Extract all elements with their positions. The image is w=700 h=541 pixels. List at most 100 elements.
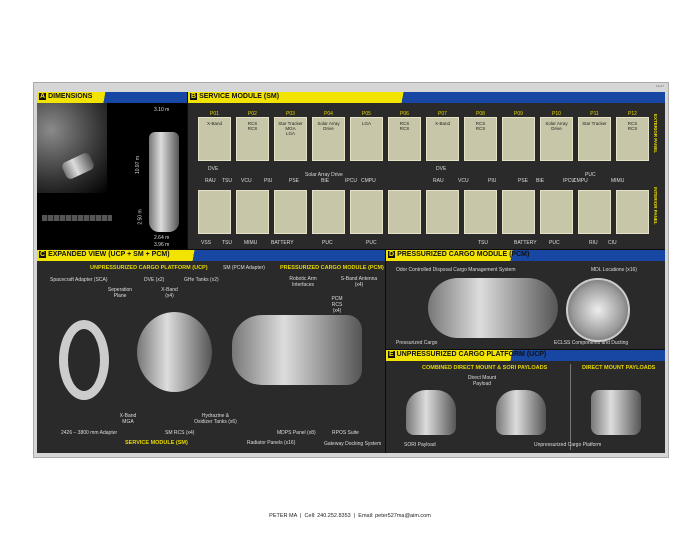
exterior-panel: LGA [350,117,383,161]
exterior-panel-components: Solar Array Drive [317,121,340,131]
interior-top-label: CMPU [361,178,376,184]
spacecraft-side-view [149,132,179,232]
callout: RPOS Suite [332,430,359,436]
interior-top-label: TSU [222,178,232,184]
interior-bottom-label: CIU [608,240,617,246]
below-label: DVE [208,166,219,172]
callout: 2426 – 3800 mm Adapter [61,430,118,436]
interior-top-label: RAU [433,178,444,184]
interior-top-label: IPCU [345,178,357,184]
exterior-panel-components: RCS RCS [399,121,410,131]
exterior-panel-components: LGA [361,121,371,126]
callout: Odor Controlled Disposal Cargo Managemen… [396,267,516,273]
callout: Radiator Panels (x16) [247,440,296,446]
interior-panel [616,190,649,234]
exterior-panel-components: RCS RCS [247,121,258,131]
interior-panel [464,190,497,234]
interior-bottom-label: PUC [366,240,377,246]
footer: PETER MA | Cell: 240.252.8353 | Email: p… [0,513,700,519]
adapter-ring [59,320,109,400]
exterior-panel: RCS RCS [616,117,649,161]
exterior-panel-components: Star Tracker [582,121,607,126]
interior-top-label: PIU [264,178,273,184]
interior-bottom-label: TSU [478,240,488,246]
callout: SORI Payload [404,442,436,448]
corner-text: 11x17 [656,84,664,88]
panel-id: P03 [286,111,295,117]
interior-panel [236,190,269,234]
interior-panel [274,190,307,234]
panel-id: P06 [400,111,409,117]
ucp-image-sori [406,390,456,435]
panel-id: P09 [514,111,523,117]
callout: Hydrazine & Oxidizer Tanks (x6) [194,413,237,425]
pcm-group-label: PRESSURIZED CARGO MODULE (PCM) [280,265,384,271]
separator: | [353,513,356,519]
interior-panel [540,190,573,234]
pcm-image [232,315,362,385]
interior-top-label: BIE [321,178,330,184]
callout: Robotic Arm Interfaces [289,276,317,288]
separator: | [300,513,302,519]
dim-width-max: 3.96 m [154,242,170,248]
interior-bottom-label: PUC [549,240,560,246]
interior-panel [198,190,231,234]
exterior-panel: Solar Array Drive [540,117,573,161]
interior-panel [350,190,383,234]
callout: GHe Tanks (x2) [184,277,219,283]
callout: MDL Locations (x16) [591,267,637,273]
panel-id: P08 [476,111,485,117]
dim-height-lower: 2.50 m [137,209,144,225]
interior-bottom-label: PUC [322,240,333,246]
interior-panel [426,190,459,234]
exterior-panel-components: Star Tracker MGA LGA [278,121,303,136]
exterior-panel-components: X-Band [434,121,450,126]
callout: SM (PCM Adapter) [223,265,265,271]
divider [570,364,571,450]
interior-panel [388,190,421,234]
exterior-panel-label: EXTERIOR PANEL [653,114,658,154]
panel-id: P02 [248,111,257,117]
interior-top-label: PIU [488,178,497,184]
callout: ECLSS Components and Ducting [554,340,629,346]
author-cell: Cell: 240.252.8353 [304,513,351,519]
panel-id: P11 [590,111,599,117]
below-label: DVE [436,166,447,172]
interior-bottom-label: BATTERY [271,240,294,246]
dim-width-base: 2.64 m [154,235,170,241]
exterior-panel: RCS RCS [388,117,421,161]
interior-top-label: MIMU [611,178,625,184]
callout: MDPS Panel (x8) [277,430,316,436]
panel-id: P10 [552,111,561,117]
exterior-panel-components: Solar Array Drive [545,121,568,131]
callout: Gateway Docking System [324,441,382,447]
author-name: PETER MA [269,513,297,519]
interior-top-label: VCU [458,178,469,184]
moon-image [37,103,107,193]
exterior-panel-components [503,118,534,121]
interior-bottom-label: MIMU [244,240,258,246]
callout: X-Band (x4) [161,287,178,299]
ucp-image-direct [591,390,641,435]
pcm-cutaway-image [428,278,558,338]
panel-id: P04 [324,111,333,117]
interior-bottom-label: TSU [222,240,232,246]
interior-bottom-label: BATTERY [514,240,537,246]
exterior-panel: Star Tracker [578,117,611,161]
callout: Seperation Plane [107,287,133,299]
exterior-panel: X-Band [426,117,459,161]
callout: SM RCS (x4) [165,430,195,436]
author-email[interactable]: Email: peter527ma@aim.com [358,513,431,519]
interior-top-label: BIE [536,178,545,184]
exterior-panel: RCS RCS [464,117,497,161]
panel-id: P05 [362,111,371,117]
